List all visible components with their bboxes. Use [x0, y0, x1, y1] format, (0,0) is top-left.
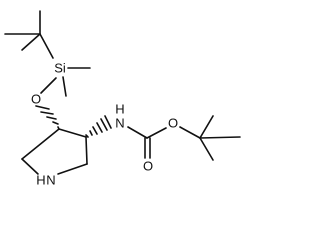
bond-c5-n1 — [57, 163, 88, 175]
pyrrolidine-ring — [21, 128, 88, 175]
ester-oxygen-label: O — [168, 116, 178, 131]
boc-group — [127, 115, 241, 161]
bond-tbu-c-methyl-right — [199, 136, 241, 139]
bond-carbonyl-c-to-ester-o — [146, 127, 167, 139]
bond-tbu-c-methyl-down — [199, 137, 214, 161]
bond-n-to-carbonyl-c — [127, 126, 148, 139]
ring-nh-hydrogen-label: H — [36, 173, 45, 188]
hashed-wedge-c3-oxygen — [35, 105, 60, 130]
bond-c3-c4 — [58, 128, 87, 138]
bond-tbu-c-methyl-up — [199, 115, 214, 139]
carbamate-nitrogen-label: N — [115, 116, 124, 131]
carbamate-nh-hydrogen-label: H — [115, 102, 124, 117]
bond-c2-c3 — [21, 128, 60, 160]
bond-tbu-c-to-si — [39, 33, 54, 59]
bond-n1-c2 — [21, 158, 39, 175]
silicon-atom-label: Si — [54, 61, 66, 76]
ring-nitrogen-label: N — [46, 173, 55, 188]
bond-tbu-c-methyl-lowerleft — [21, 33, 41, 51]
silicon-methyl-groups — [62, 67, 91, 97]
carbonyl-oxygen-label: O — [143, 159, 153, 174]
bond-ester-o-to-tbu-c — [179, 126, 201, 139]
silyl-ether-oxygen-label: O — [31, 92, 41, 107]
hashed-wedge-c4-nitrogen — [85, 115, 112, 138]
chemical-structure: Si O N H O O H N — [4, 10, 241, 188]
bond-si-to-oxygen — [40, 77, 57, 94]
bond-c4-c5 — [85, 136, 88, 165]
bond-si-methyl-down — [62, 76, 67, 97]
tert-butyl-group-on-silicon — [4, 10, 54, 59]
